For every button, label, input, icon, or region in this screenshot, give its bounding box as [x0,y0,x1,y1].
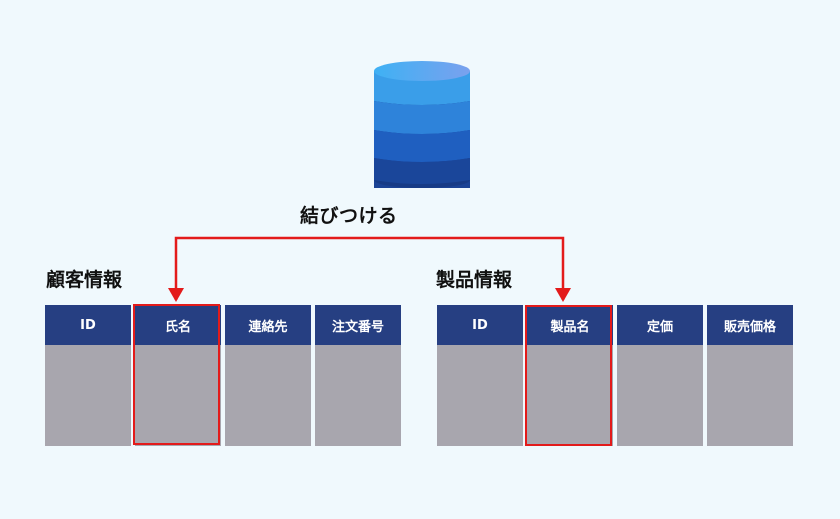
column-cells [135,345,221,446]
column-header: 製品名 [527,305,613,345]
column-cells [315,345,401,446]
customer-table: ID 氏名 連絡先 注文番号 [45,305,401,446]
column-header: 定価 [617,305,703,345]
customer-column-contact: 連絡先 [225,305,311,446]
product-column-list-price: 定価 [617,305,703,446]
product-column-sale-price: 販売価格 [707,305,793,446]
product-column-id: ID [437,305,523,446]
link-label: 結びつける [300,205,398,227]
column-cells [707,345,793,446]
arrow-head-left [168,288,184,302]
customer-column-name: 氏名 [135,305,221,446]
column-cells [225,345,311,446]
column-cells [45,345,131,446]
product-table-title: 製品情報 [436,269,513,291]
customer-column-id: ID [45,305,131,446]
customer-linked-column-highlight [133,304,220,445]
product-column-name: 製品名 [527,305,613,446]
column-header: 氏名 [135,305,221,345]
customer-column-order-number: 注文番号 [315,305,401,446]
column-cells [617,345,703,446]
column-header: 販売価格 [707,305,793,345]
column-header: ID [437,305,523,345]
database-icon [374,61,470,188]
arrow-head-right [555,288,571,302]
column-header: ID [45,305,131,345]
column-header: 連絡先 [225,305,311,345]
column-cells [437,345,523,446]
column-cells [527,345,613,446]
customer-table-title: 顧客情報 [46,269,123,291]
product-linked-column-highlight [525,305,612,446]
column-header: 注文番号 [315,305,401,345]
product-table: ID 製品名 定価 販売価格 [437,305,793,446]
